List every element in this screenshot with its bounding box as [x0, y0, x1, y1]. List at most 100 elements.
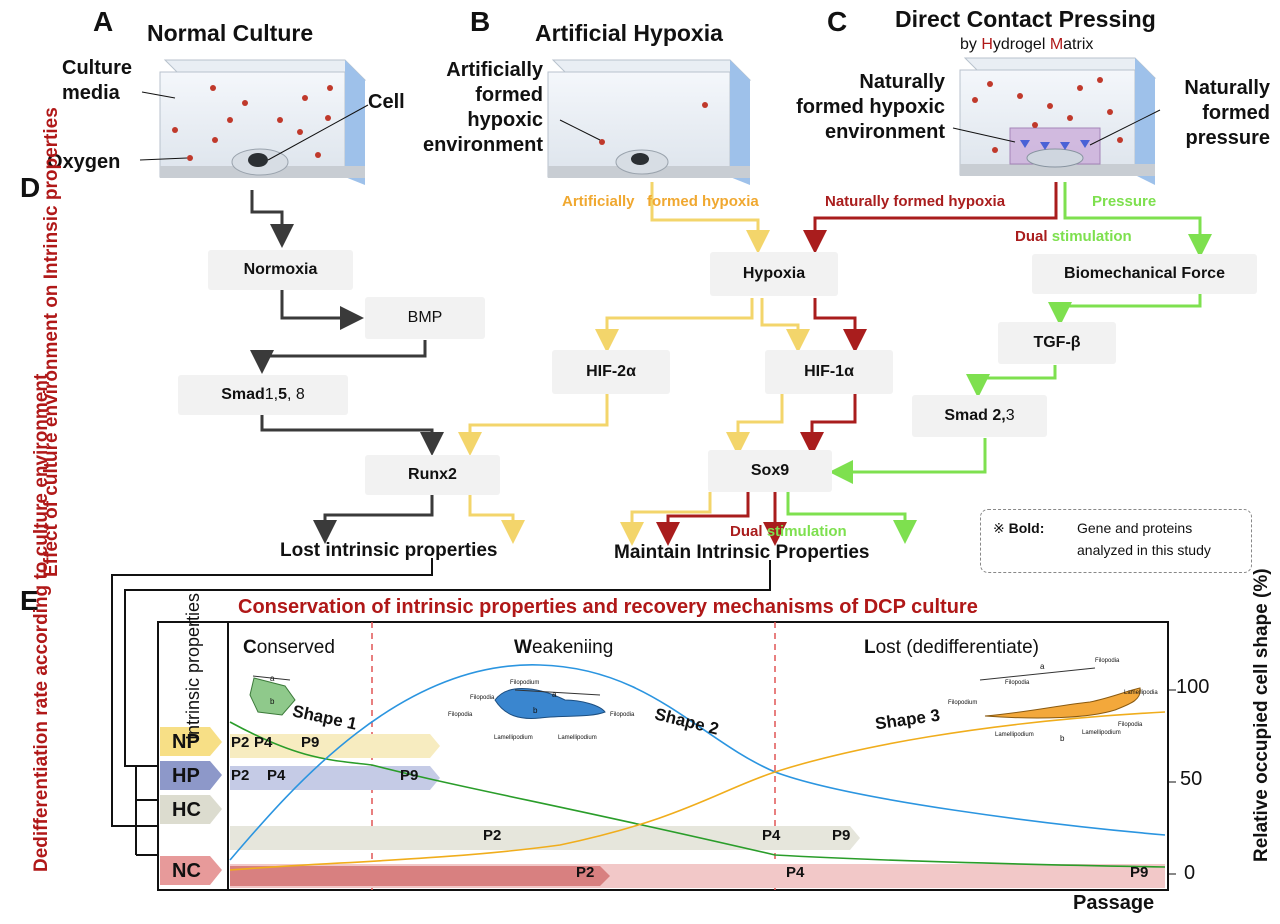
shape3-cell	[984, 687, 1141, 719]
shape1-cell	[249, 677, 296, 716]
normoxia-arrows	[250, 190, 444, 544]
shape3-filopodia-2: Filopodia	[1005, 680, 1030, 686]
lost-properties-label: Lost intrinsic properties	[280, 540, 498, 561]
culture-dish-b	[547, 59, 752, 185]
shape2-b: b	[533, 706, 538, 715]
cell-label: Cell	[368, 91, 405, 113]
oxygen-label: Oxygen	[47, 151, 121, 173]
hc-p9: P9	[832, 827, 851, 844]
biomechanical-force-node: Biomechanical Force	[1032, 254, 1257, 294]
artificial-hypoxia-arrows	[458, 182, 810, 546]
y-tick-50: 50	[1180, 768, 1203, 790]
shape2-lamellipodium-2: Lamellipodium	[558, 735, 597, 741]
dual-stimulation-label-bottom: Dual stimulation	[730, 523, 847, 540]
row-nc-tag: NC	[172, 860, 201, 882]
phase-weakening: Weakeniing	[514, 637, 614, 658]
artificial-hypoxia-arrow-label: Artificially formed hypoxia	[562, 193, 759, 210]
phase-lost: Lost (dedifferentiate)	[864, 637, 1039, 658]
smad23-node: Smad 2, 3	[912, 395, 1047, 437]
dual-stimulation-label-top: Dual stimulation	[1015, 228, 1132, 245]
natural-hypoxia-arrow-label: Naturally formed hypoxia	[825, 193, 1006, 210]
culture-dish-a	[139, 59, 369, 185]
shape3-lamellipodium-1: Lamellipodium	[995, 732, 1034, 738]
pressure-arrows	[786, 182, 1212, 544]
shape2-filopodium: Filopodium	[510, 680, 540, 686]
hif1a-node: HIF-1α	[765, 350, 893, 394]
shape2-filopodia-3: Filopodia	[610, 712, 635, 718]
shape3-filopodium: Filopodium	[948, 700, 978, 706]
panel-letter-b: B	[470, 6, 491, 37]
hp-bar	[230, 766, 440, 790]
smad158-node: Smad 1, 5, 8	[178, 375, 348, 415]
panel-letter-d: D	[20, 172, 41, 203]
y-tick-100: 100	[1176, 676, 1210, 698]
hp-p4: P4	[267, 767, 286, 784]
shape1-b: b	[270, 697, 275, 706]
shape2-filopodia-2: Filopodia	[448, 712, 473, 718]
sox9-node: Sox9	[708, 450, 832, 492]
hc-bar	[230, 826, 860, 850]
row-bracket-lines	[111, 558, 771, 856]
tgfb-node: TGF-β	[998, 322, 1116, 364]
panel-e-side-label: Dedifferentiation rate according to cult…	[31, 373, 52, 872]
panel-letter-a: A	[93, 6, 114, 37]
np-p4: P4	[254, 734, 273, 751]
hp-p2: P2	[231, 767, 250, 784]
shape3-lamellipodium-2: Lamellipodium	[1082, 730, 1121, 736]
bmp-node: BMP	[365, 297, 485, 339]
panel-c-title: Direct Contact Pressing	[895, 6, 1156, 32]
phase-conserved: Conserved	[243, 637, 335, 658]
hc-p4: P4	[762, 827, 781, 844]
shape1-curve	[229, 721, 1166, 868]
nc-bar-strong	[230, 866, 610, 886]
row-hc-tag: HC	[172, 799, 201, 821]
shape2-cell	[494, 687, 606, 719]
natural-hypoxia-arrows	[656, 182, 1058, 546]
row-tags	[160, 727, 222, 885]
shape2-filopodia-1: Filopodia	[470, 695, 495, 701]
passage-chart	[157, 621, 1176, 891]
np-p2: P2	[231, 734, 250, 751]
hypoxia-node: Hypoxia	[710, 252, 838, 296]
np-bar	[230, 734, 440, 758]
shape3-curve	[229, 711, 1166, 871]
culture-dish-c	[952, 57, 1161, 185]
shape3-b: b	[1060, 734, 1065, 743]
shape3-filopodia-1: Filopodia	[1095, 658, 1120, 664]
row-hp-tag: HP	[172, 765, 200, 787]
row-header: Intrinsic properties	[183, 592, 203, 740]
culture-media-label: Culture media	[62, 57, 132, 104]
shape2-a: a	[552, 690, 557, 699]
y-axis-label: Relative occupied cell shape (%)	[1251, 568, 1272, 862]
nc-p9: P9	[1130, 864, 1149, 881]
panel-letter-c: C	[827, 6, 848, 37]
hif2a-node: HIF-2α	[552, 350, 670, 394]
panel-b-title: Artificial Hypoxia	[535, 20, 723, 46]
shape3-a: a	[1040, 662, 1045, 671]
x-axis-label: Passage	[1073, 892, 1155, 914]
artificial-env-label: Artificially formed hypoxic environment	[422, 59, 543, 156]
shape2-curve	[229, 664, 1166, 861]
natural-hypoxic-label: Naturally formed hypoxic environment	[796, 71, 945, 143]
nc-p4: P4	[786, 864, 805, 881]
np-p9: P9	[301, 734, 320, 751]
y-tick-0: 0	[1184, 862, 1196, 884]
legend-note: ※ Bold: Gene and proteins analyzed in th…	[980, 509, 1252, 573]
shape3-filopodia-3: Filopodia	[1118, 722, 1143, 728]
hc-p2: P2	[483, 827, 502, 844]
panel-a-title: Normal Culture	[147, 20, 314, 46]
nc-p2: P2	[576, 864, 595, 881]
runx2-node: Runx2	[365, 455, 500, 495]
shape3-lamellipodia: Lamellipodia	[1124, 690, 1158, 696]
panel-c-subtitle: by Hydrogel Matrix	[960, 36, 1094, 53]
pressure-arrow-label: Pressure	[1092, 193, 1157, 210]
panel-letter-e: E	[20, 585, 39, 616]
chart-title: Conservation of intrinsic properties and…	[238, 596, 978, 618]
row-np-tag: NP	[172, 731, 200, 753]
hp-p9: P9	[400, 767, 419, 784]
maintain-properties-label: Maintain Intrinsic Properties	[614, 542, 870, 563]
normoxia-node: Normoxia	[208, 250, 353, 290]
shape2-lamellipodium-1: Lamellipodium	[494, 735, 533, 741]
natural-pressure-label: Naturally formed pressure	[1184, 77, 1270, 149]
